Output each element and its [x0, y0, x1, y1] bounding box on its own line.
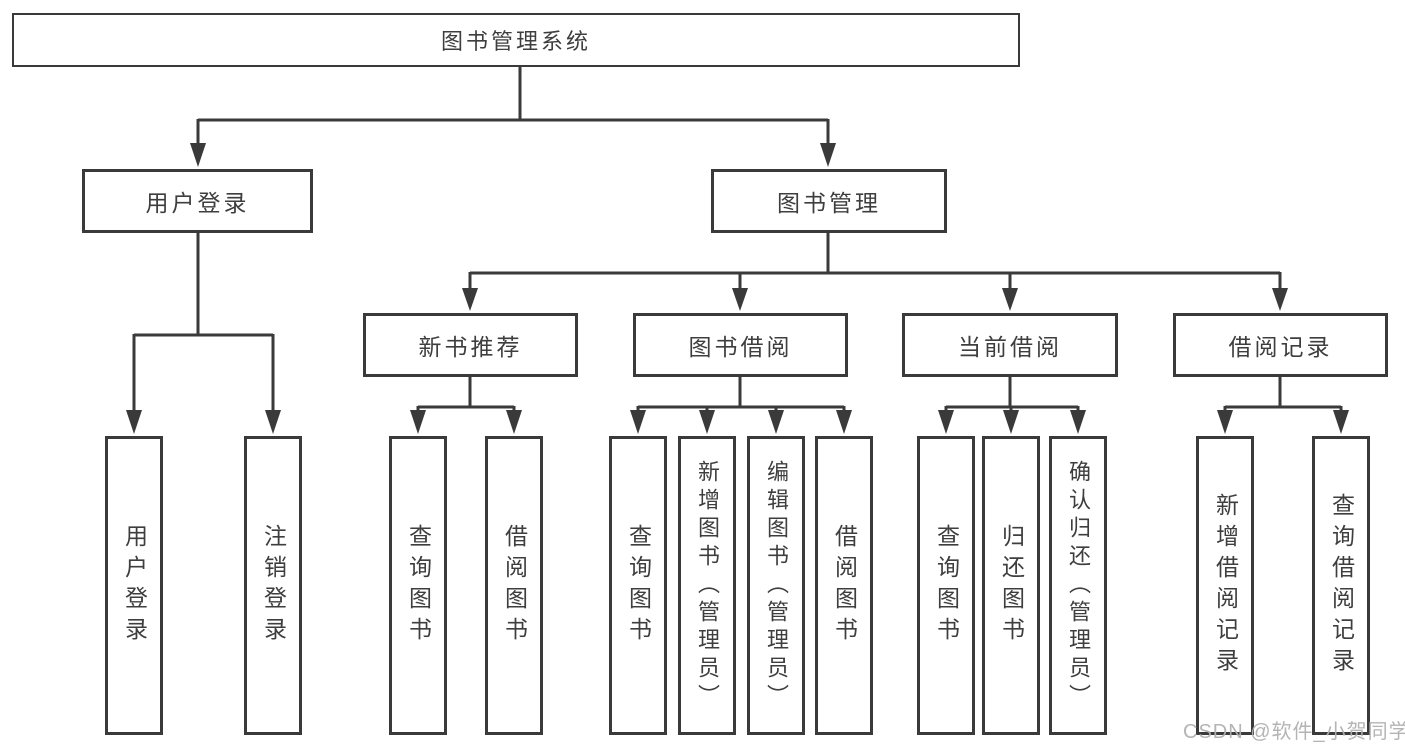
node-return-books-label: 归还图书 [998, 523, 1025, 648]
node-user-login-label: 用户登录 [145, 190, 250, 216]
node-confirm-return-admin: 确认归还（管理员） [1049, 436, 1107, 735]
node-edit-books-admin: 编辑图书（管理员） [747, 436, 805, 735]
node-current-borrowing-label: 当前借阅 [958, 334, 1062, 360]
node-book-management-label: 图书管理 [777, 190, 881, 216]
node-query-borrow-record: 查询借阅记录 [1312, 436, 1370, 735]
node-query-books-recommend-label: 查询图书 [405, 523, 432, 648]
node-new-book-recommendation: 新书推荐 [363, 313, 578, 377]
node-query-books-borrowing-label: 查询图书 [625, 523, 652, 648]
node-query-books-recommend: 查询图书 [389, 436, 447, 735]
node-borrow-records: 借阅记录 [1173, 313, 1388, 377]
node-user-login-action: 用户登录 [105, 436, 163, 735]
node-borrow-books-recommend: 借阅图书 [485, 436, 543, 735]
node-add-borrow-record-label: 新增借阅记录 [1212, 492, 1239, 679]
node-add-books-admin: 新增图书（管理员） [678, 436, 736, 735]
node-return-books: 归还图书 [982, 436, 1040, 735]
node-edit-books-admin-label: 编辑图书（管理员） [764, 459, 789, 712]
node-borrow-books-recommend-label: 借阅图书 [501, 523, 528, 648]
node-book-borrowing-label: 图书借阅 [688, 334, 793, 360]
node-borrow-books-borrowing: 借阅图书 [815, 436, 873, 735]
watermark: CSDN @软件_小贺同学 [1183, 721, 1405, 743]
node-new-book-recommendation-label: 新书推荐 [418, 334, 523, 360]
node-borrow-records-label: 借阅记录 [1228, 334, 1333, 360]
node-query-books-current-label: 查询图书 [933, 523, 960, 648]
node-library-system: 图书管理系统 [12, 13, 1020, 67]
node-logout-action-label: 注销登录 [260, 523, 287, 648]
node-add-books-admin-label: 新增图书（管理员） [695, 459, 720, 712]
node-library-system-label: 图书管理系统 [440, 29, 591, 54]
node-query-borrow-record-label: 查询借阅记录 [1328, 492, 1355, 679]
node-user-login: 用户登录 [82, 169, 313, 233]
node-query-books-current: 查询图书 [917, 436, 975, 735]
node-borrow-books-borrowing-label: 借阅图书 [831, 523, 858, 648]
node-book-management: 图书管理 [711, 169, 947, 233]
node-confirm-return-admin-label: 确认归还（管理员） [1066, 459, 1091, 712]
node-query-books-borrowing: 查询图书 [609, 436, 667, 735]
node-add-borrow-record: 新增借阅记录 [1196, 436, 1254, 735]
node-logout-action: 注销登录 [244, 436, 302, 735]
node-user-login-action-label: 用户登录 [121, 523, 148, 648]
node-current-borrowing: 当前借阅 [902, 313, 1118, 377]
node-book-borrowing: 图书借阅 [633, 313, 848, 377]
